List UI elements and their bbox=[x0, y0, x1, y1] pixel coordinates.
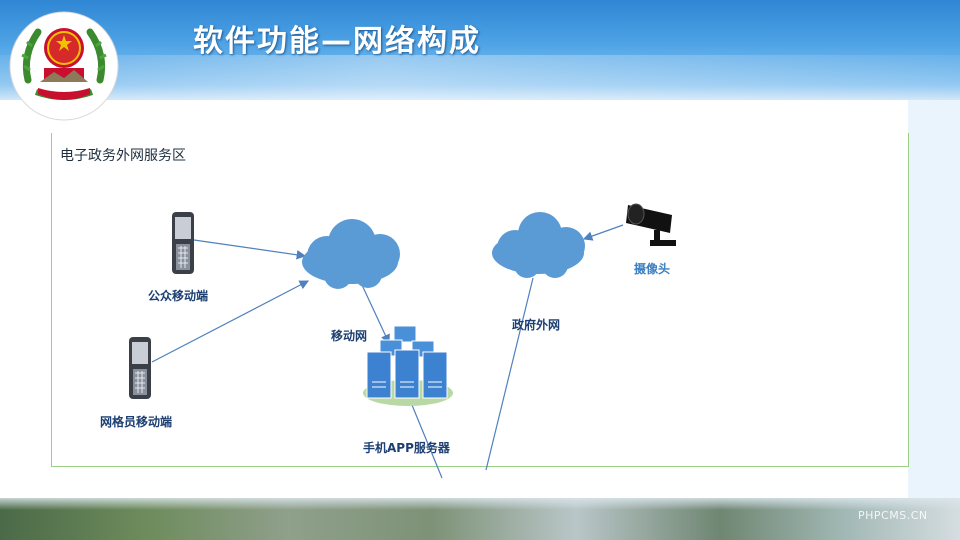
gov-network-cloud-icon bbox=[492, 212, 585, 278]
service-zone-frame bbox=[51, 133, 909, 467]
camera-label: 摄像头 bbox=[634, 262, 671, 276]
link-public-to-mobile bbox=[193, 239, 307, 260]
national-emblem-icon bbox=[9, 11, 119, 121]
app-server-icon bbox=[363, 325, 453, 406]
grid-worker-phone-icon bbox=[129, 337, 151, 399]
zone-label: 电子政务外网服务区 bbox=[60, 148, 186, 164]
mobile-network-cloud-icon bbox=[302, 219, 400, 289]
link-grid-to-mobile bbox=[151, 280, 310, 363]
link-server-down bbox=[411, 404, 443, 479]
link-camera-to-gov bbox=[582, 224, 624, 241]
page-title: 软件功能—网络构成 bbox=[193, 24, 481, 59]
watermark: PHPCMS.CN bbox=[858, 509, 928, 522]
mobile-network-label: 移动网 bbox=[331, 329, 368, 343]
link-mobile-to-server bbox=[361, 284, 390, 345]
public-phone-icon bbox=[172, 212, 194, 274]
camera-icon bbox=[624, 197, 679, 249]
header-banner bbox=[0, 0, 960, 100]
header-glow bbox=[0, 55, 960, 100]
app-server-label: 手机APP服务器 bbox=[363, 441, 450, 455]
footer-sky-fade bbox=[0, 498, 960, 510]
right-side-strip bbox=[908, 100, 960, 500]
gov-network-label: 政府外网 bbox=[512, 318, 561, 332]
public-mobile-label: 公众移动端 bbox=[148, 289, 209, 303]
grid-mobile-label: 网格员移动端 bbox=[100, 415, 173, 429]
link-gov-down bbox=[485, 277, 534, 471]
